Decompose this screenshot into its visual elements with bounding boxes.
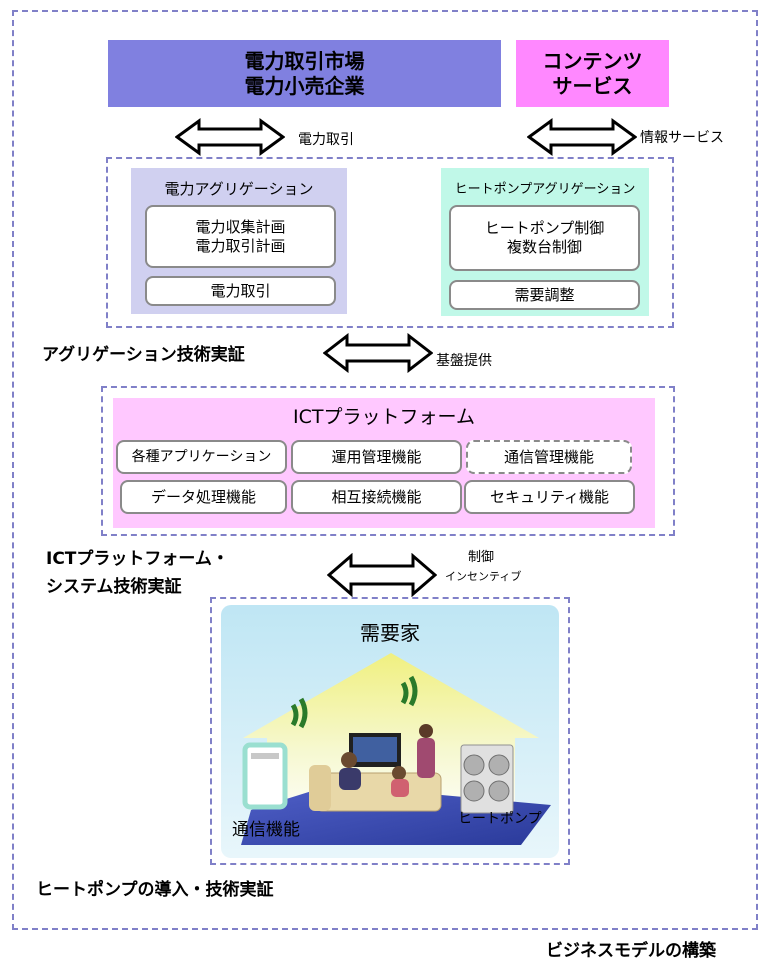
power-plan-box: 電力収集計画 電力取引計画 [145,205,336,268]
power-aggregation-title: 電力アグリゲーション [164,180,314,198]
heatpump-control-line1: ヒートポンプ制御 [484,219,605,237]
business-model-frame [12,10,758,930]
interconnect-label: 相互接続機能 [331,487,422,506]
content-service-box: コンテンツ サービス [516,40,669,107]
control-line1: 制御 [467,550,494,565]
power-market-box: 電力取引市場 電力小売企業 [108,40,501,107]
ops-management-box: 運用管理機能 [291,440,462,474]
heatpump-control-box: ヒートポンプ制御 複数台制御 [449,205,640,271]
double-arrow-icon [527,118,637,156]
comm-management-box: 通信管理機能 [466,440,632,474]
data-processing-box: データ処理機能 [120,480,287,514]
demand-adjust-label: 需要調整 [514,285,575,304]
control-line2: インセンティブ [445,570,522,583]
heatpump-section-label: ヒートポンプの導入・技術実証 [36,880,274,900]
ict-section-label: ICTプラットフォーム・ システム技術実証 [46,545,229,601]
platform-provide-arrow [323,333,433,373]
double-arrow-icon [175,118,285,156]
demand-adjust-box: 需要調整 [449,280,640,310]
ict-platform-title: ICTプラットフォーム [293,406,475,428]
content-service-line2: サービス [552,73,633,98]
heatpump-aggregation-title: ヒートポンプアグリゲーション [454,182,636,197]
data-processing-label: データ処理機能 [150,487,256,506]
double-arrow-icon [323,333,433,373]
info-service-arrow [527,118,637,156]
ict-section-line2: システム技術実証 [46,577,182,597]
ict-section-line1: ICTプラットフォーム・ [46,549,229,569]
comm-function-label: 通信機能 [232,820,300,840]
info-service-label: 情報サービス [640,130,724,146]
power-plan-line1: 電力収集計画 [195,217,286,236]
consumer-title: 需要家 [360,621,420,645]
double-arrow-icon [327,553,437,597]
heatpump-label: ヒートポンプ [458,811,542,827]
security-label: セキュリティ機能 [489,487,610,506]
power-trade-label: 電力取引 [298,132,354,148]
content-service-line1: コンテンツ [542,48,643,73]
aggregation-section-label: アグリゲーション技術実証 [42,345,245,365]
platform-provide-label: 基盤提供 [436,353,492,369]
consumer-frame [210,597,570,865]
heatpump-control-line2: 複数台制御 [506,238,582,256]
aggregation-frame [106,157,674,328]
power-market-line2: 電力小売企業 [244,73,365,98]
interconnect-box: 相互接続機能 [291,480,462,514]
ops-management-label: 運用管理機能 [331,447,422,466]
business-model-label: ビジネスモデルの構築 [546,941,716,961]
security-box: セキュリティ機能 [464,480,635,514]
apps-function-label: 各種アプリケーション [131,448,272,465]
power-plan-line2: 電力取引計画 [195,236,286,255]
power-trade-box: 電力取引 [145,276,336,306]
ict-platform-frame [101,386,675,536]
consumer-illustration [221,605,559,858]
control-arrow [327,553,437,597]
house-illustration-icon [221,605,559,858]
comm-management-label: 通信管理機能 [503,447,594,466]
power-trade-arrow [175,118,285,156]
control-label: 制御 インセンティブ [445,548,522,586]
apps-function-box: 各種アプリケーション [116,440,287,474]
power-trade-box-label: 電力取引 [210,281,271,300]
power-market-line1: 電力取引市場 [244,48,365,73]
